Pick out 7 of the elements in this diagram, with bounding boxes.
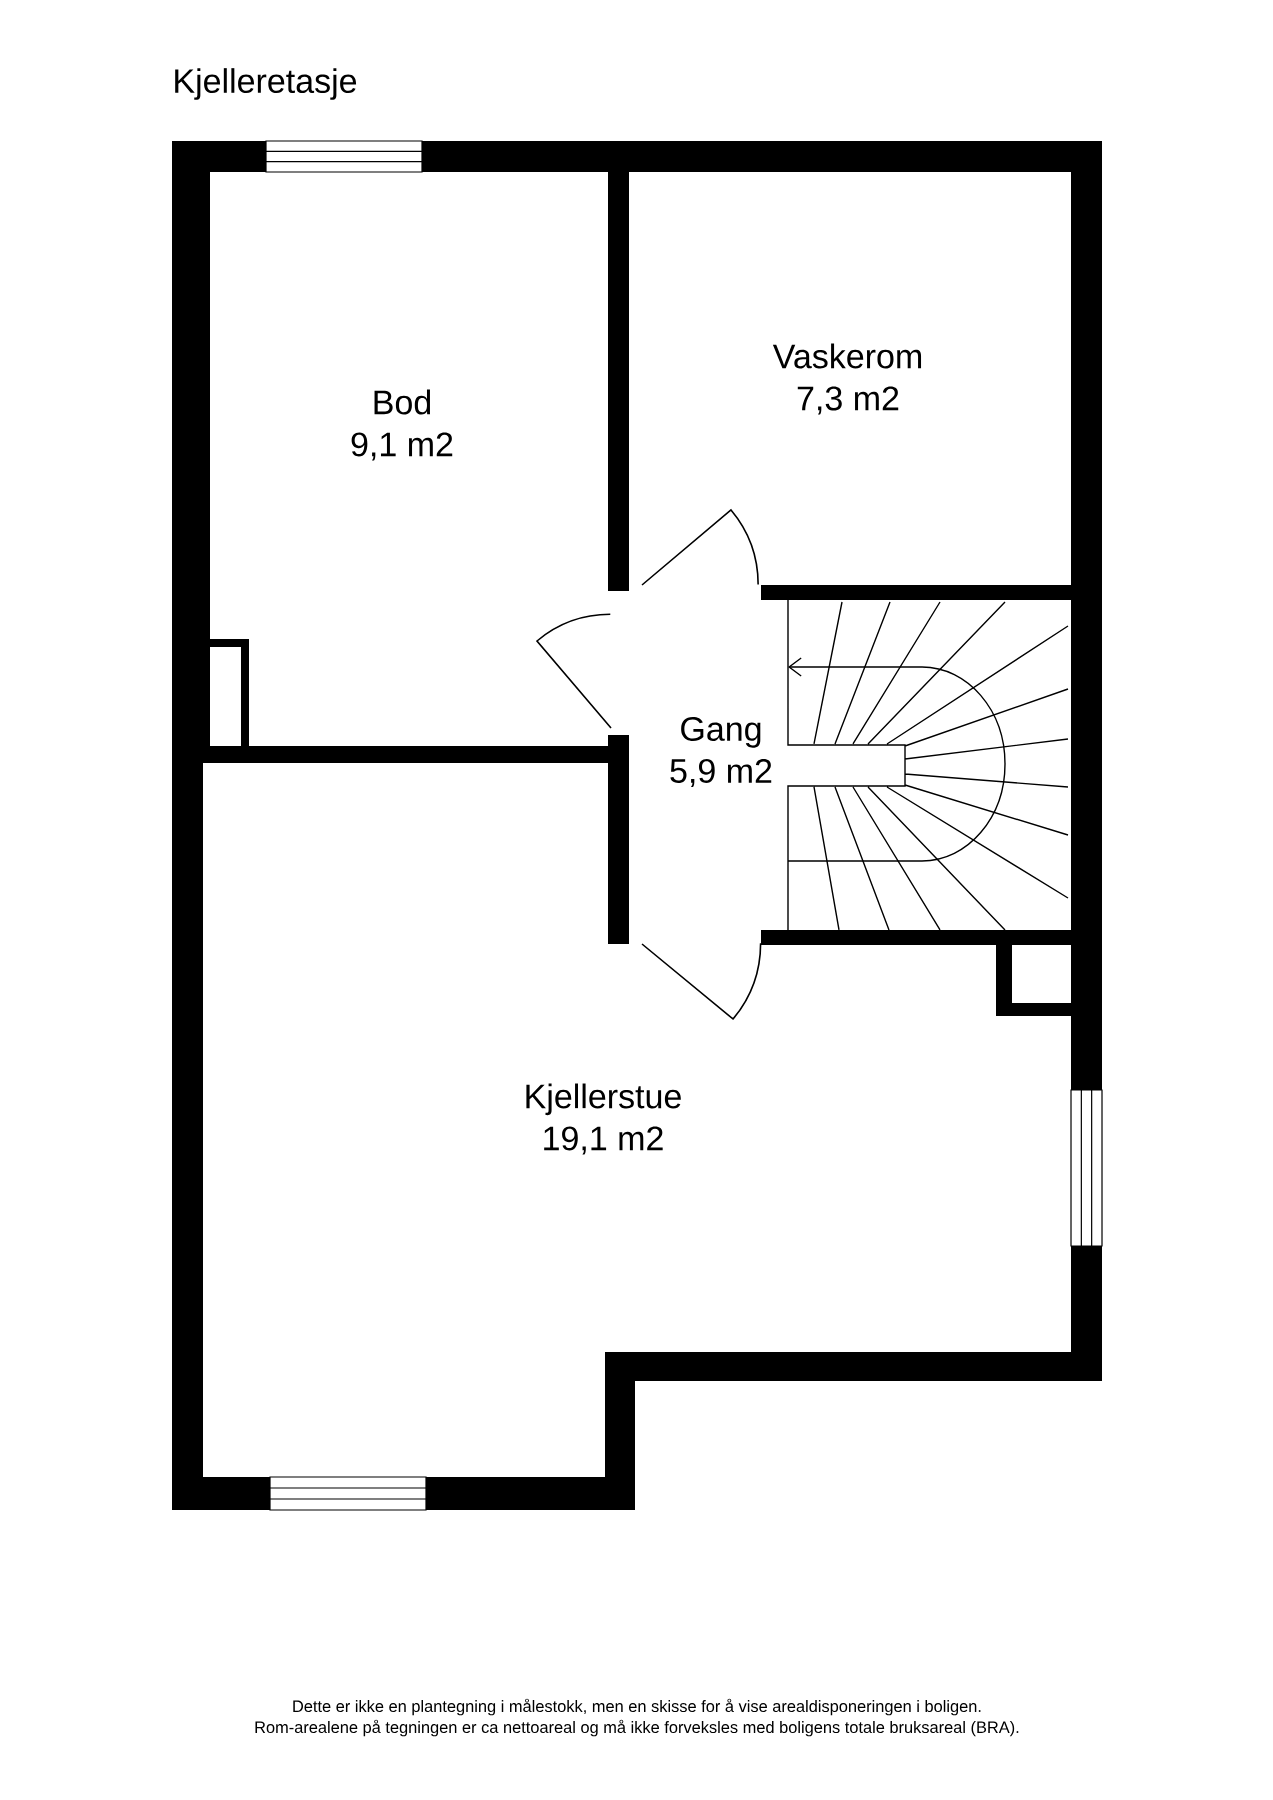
room-label: Vaskerom 7,3 m2 [772, 343, 922, 415]
plan-title: Kjelleretasje [175, 68, 357, 100]
disclaimer-text: Rom-arealene på tegningen er ca nettoareal og må ikke forveksles med boligens totale bruksareal (BRA). [255, 1719, 1019, 1737]
room-label: Gang 5,9 m2 [670, 716, 772, 788]
room-label: Kjellerstue 19,1 m2 [526, 1083, 681, 1155]
room-label: Bod 9,1 m2 [351, 389, 453, 461]
disclaimer-text: Dette er ikke en plantegning i målestokk, men en skisse for å vise arealdisponeringen i boligen. [293, 1698, 981, 1716]
